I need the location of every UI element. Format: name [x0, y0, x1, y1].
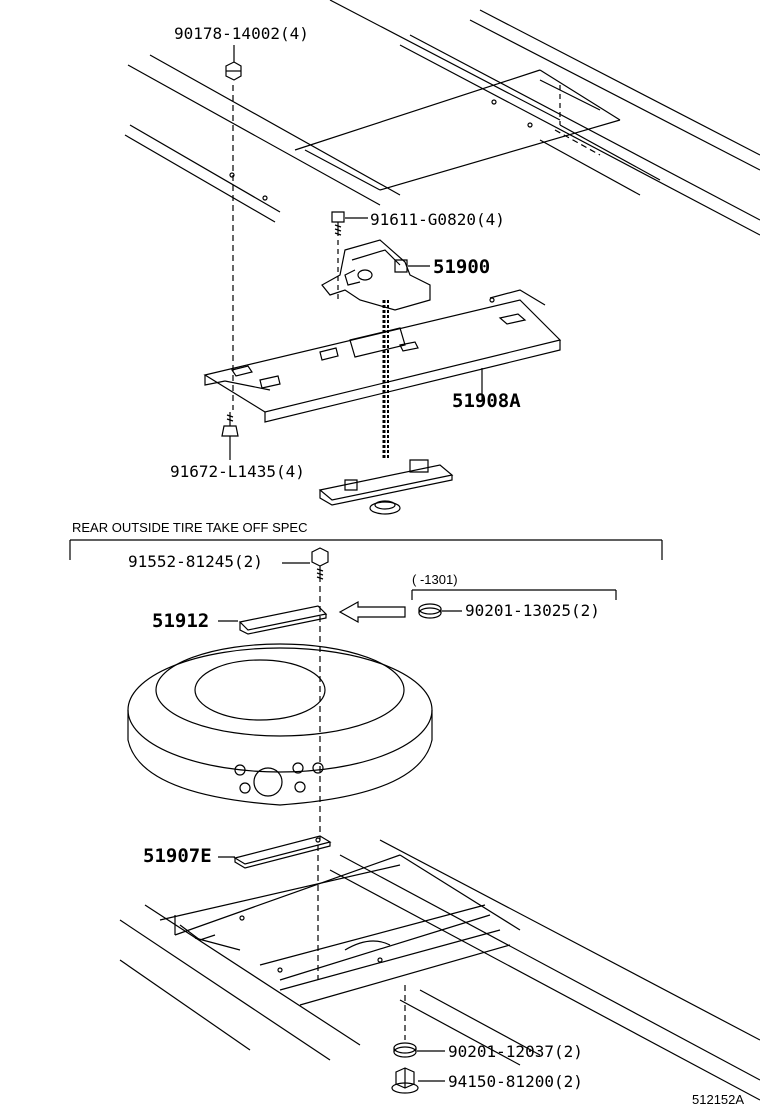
tire-hanger	[320, 460, 452, 514]
spare-tire	[128, 644, 432, 805]
upper-frame	[125, 0, 760, 235]
washer-icon	[394, 1043, 416, 1057]
section-title: REAR OUTSIDE TIRE TAKE OFF SPEC	[72, 520, 308, 535]
part-number-90178[interactable]: 90178-14002(4)	[174, 24, 309, 43]
bolt-icon	[222, 412, 238, 436]
part-number-51908a[interactable]: 51908A	[452, 390, 521, 412]
part-number-94150[interactable]: 94150-81200(2)	[448, 1072, 583, 1091]
bolt-icon	[332, 212, 344, 236]
range-note: ( -1301)	[412, 572, 458, 587]
spare-tire-winch	[322, 240, 430, 310]
bolt-icon	[312, 548, 328, 582]
part-number-90201-12037[interactable]: 90201-12037(2)	[448, 1042, 583, 1061]
part-number-51912[interactable]: 51912	[152, 610, 210, 632]
part-number-90201-13025[interactable]: 90201-13025(2)	[465, 601, 600, 620]
part-number-51900[interactable]: 51900	[433, 256, 491, 278]
lower-frame	[120, 840, 760, 1100]
flange-nut-icon	[226, 62, 241, 80]
diagram-id: 512152A	[692, 1092, 745, 1107]
washer-icon	[419, 604, 441, 618]
part-number-91552[interactable]: 91552-81245(2)	[128, 552, 263, 571]
section-bracket	[70, 540, 662, 600]
part-number-91611[interactable]: 91611-G0820(4)	[370, 210, 505, 229]
part-number-91672[interactable]: 91672-L1435(4)	[170, 462, 305, 481]
carrier-plate	[205, 290, 560, 422]
tire-bracket	[240, 606, 326, 634]
pressure-plate	[235, 836, 330, 868]
arrow-icon	[340, 602, 405, 622]
winch-chain	[384, 300, 388, 460]
flange-nut-icon	[392, 1068, 418, 1093]
part-number-51907e[interactable]: 51907E	[143, 845, 212, 867]
